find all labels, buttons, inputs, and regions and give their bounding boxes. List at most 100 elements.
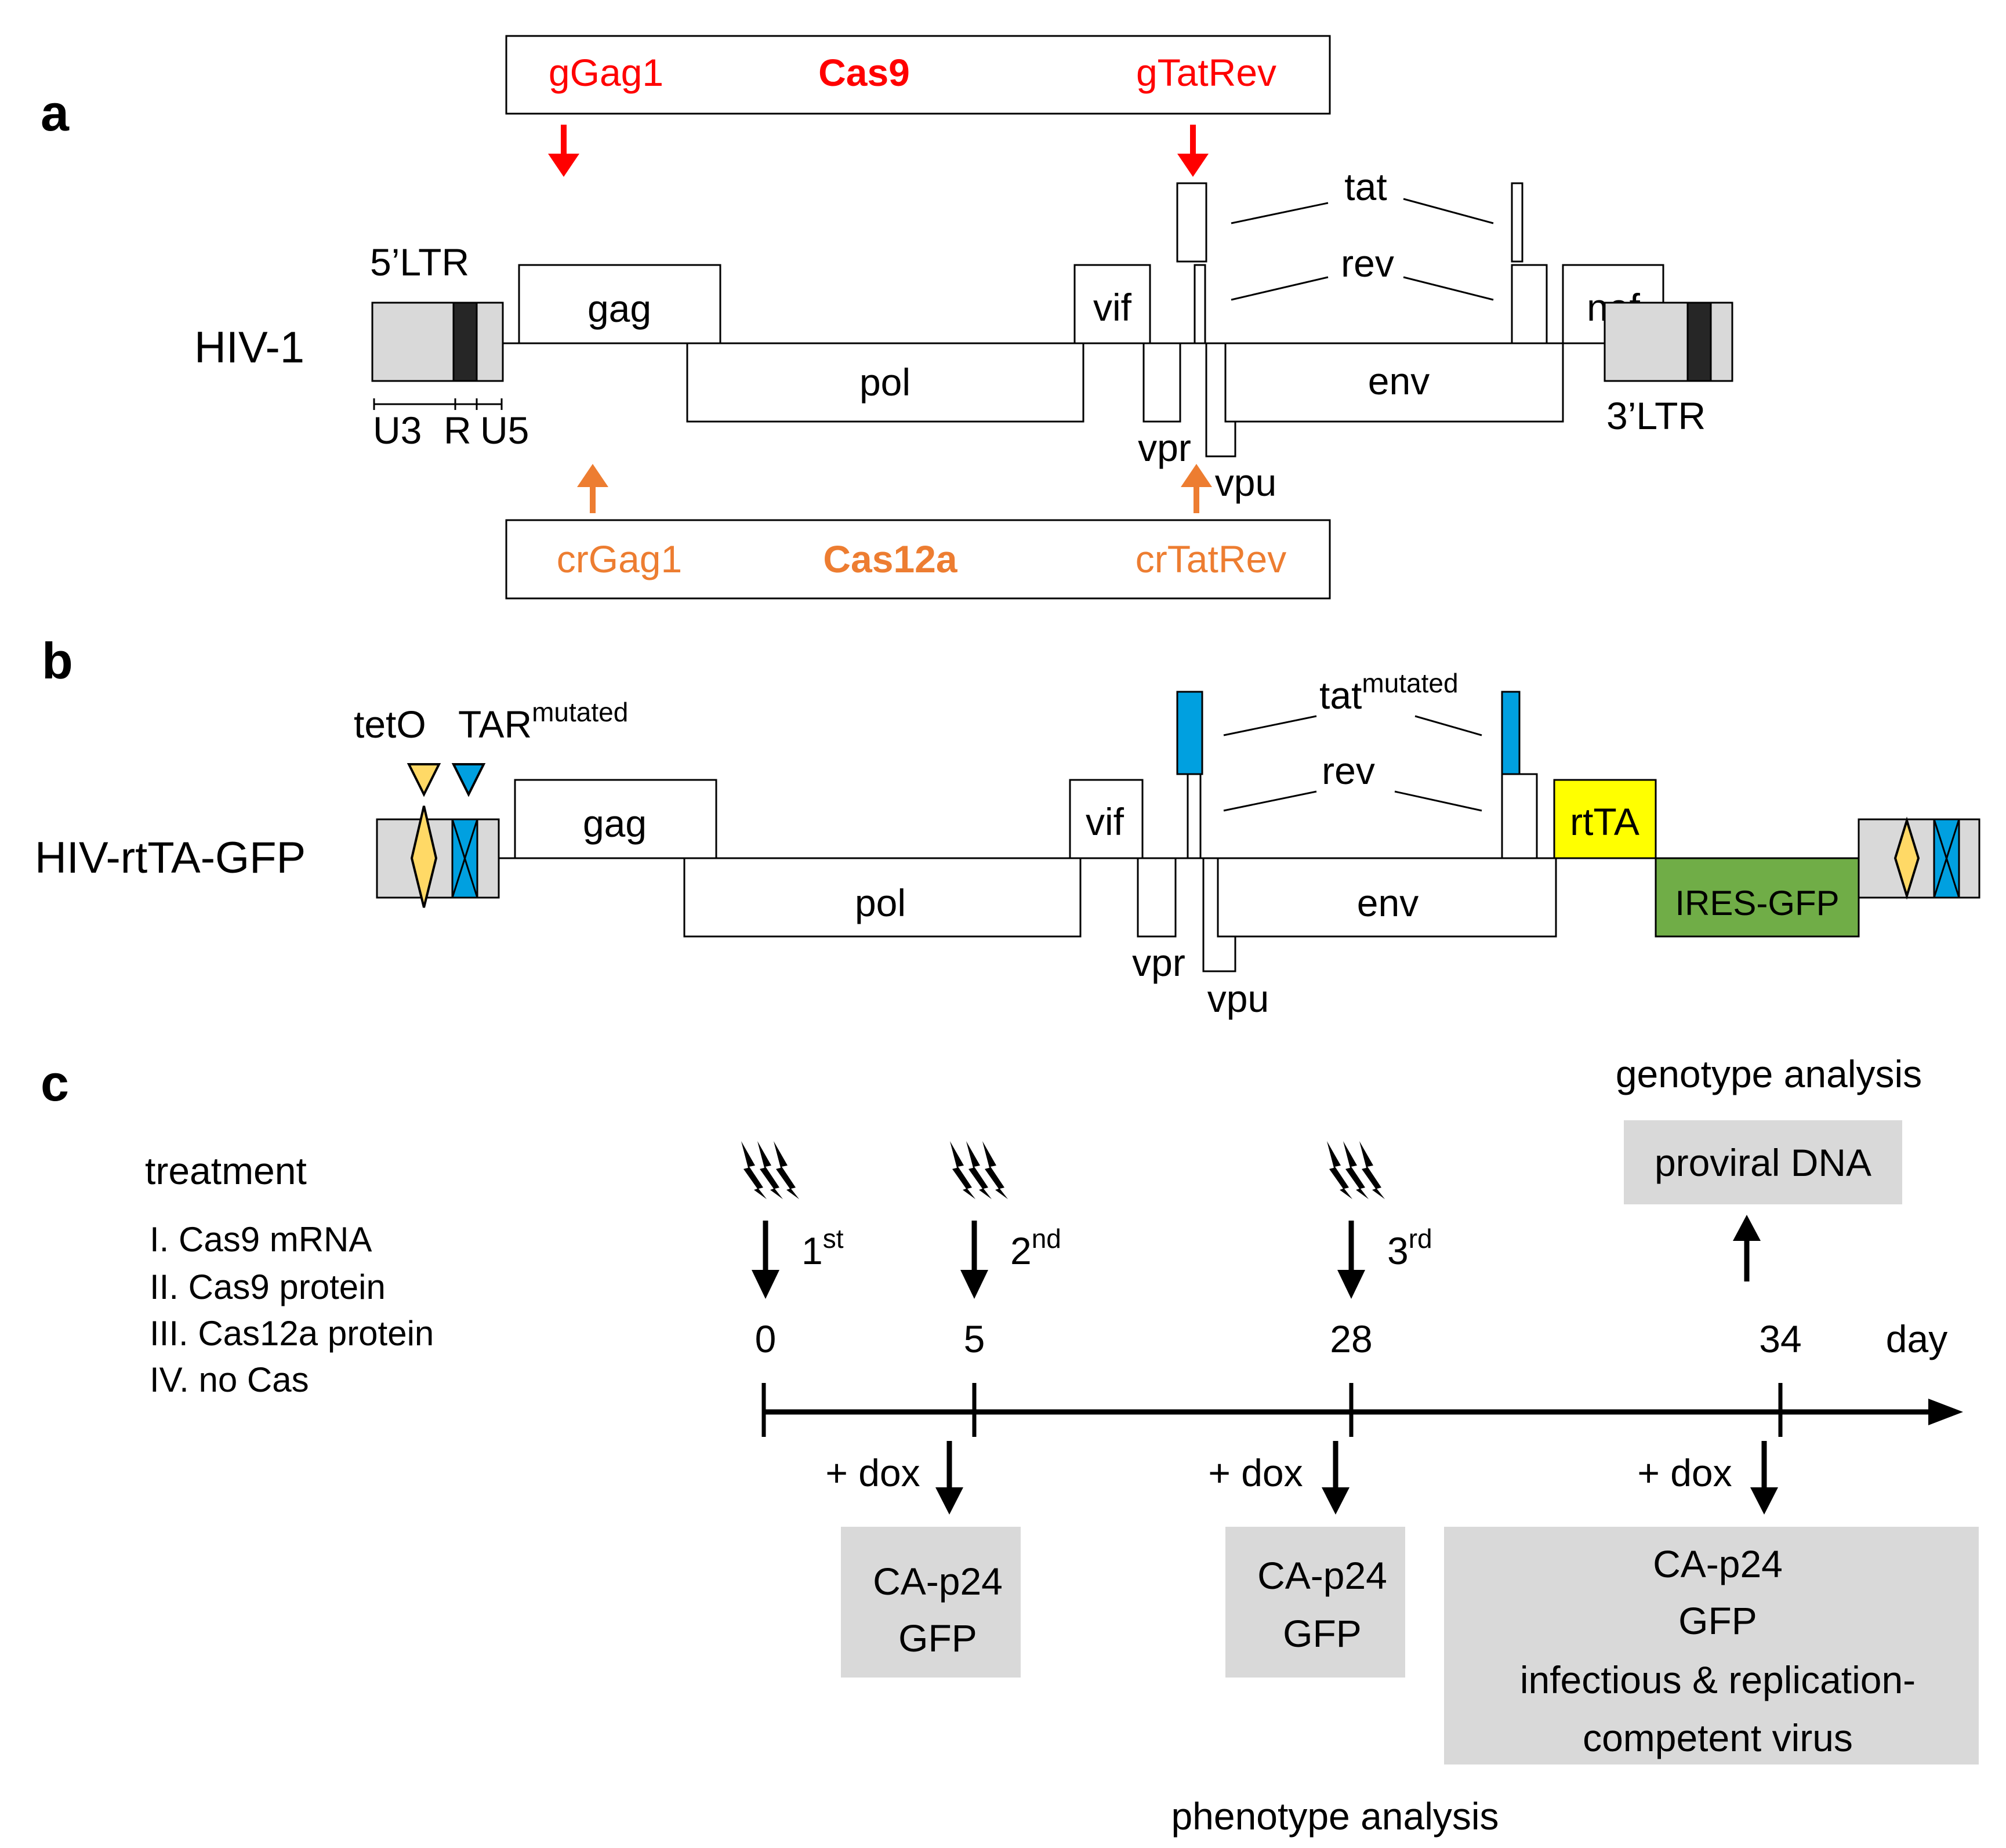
gGag1-label: gGag1: [549, 51, 663, 94]
crGag1-label: crGag1: [557, 538, 682, 580]
pol-label-a: pol: [859, 361, 911, 404]
ires-gfp-label: IRES-GFP: [1675, 884, 1839, 923]
day-unit-label: day: [1886, 1317, 1947, 1360]
gTatRev-label: gTatRev: [1136, 51, 1276, 94]
u5-label: U5: [480, 409, 529, 452]
crTatRev-label: crTatRev: [1136, 538, 1286, 580]
lightning-bolt-icon: [982, 1141, 1008, 1199]
rev-exon2-a: [1511, 264, 1548, 344]
readout1-line1: CA-p24: [873, 1560, 1003, 1603]
readout1-line2: GFP: [898, 1617, 977, 1660]
treatment-arrowhead: [960, 1270, 988, 1299]
readout-box-1: [841, 1527, 1021, 1678]
electroporation-icon: [1327, 1141, 1385, 1199]
rev-exon1-a: [1194, 264, 1206, 344]
teto-tar-markers: [407, 763, 486, 797]
splice-lines-b: [1223, 715, 1482, 812]
dox-arrows: [935, 1441, 1778, 1515]
vpu-label-a: vpu: [1215, 461, 1276, 504]
day-label: 34: [1759, 1317, 1801, 1360]
genotype-arrow: [1733, 1215, 1761, 1281]
tar-label: TARmutated: [458, 697, 628, 746]
lightning-bolt-icon: [757, 1141, 783, 1199]
hiv1-label: HIV-1: [194, 323, 304, 372]
day-label: 0: [755, 1317, 777, 1360]
lightning-bolt-icon: [1343, 1141, 1369, 1199]
electroporation-icon: [741, 1141, 799, 1199]
env-label-a: env: [1368, 360, 1430, 402]
readout2-line2: GFP: [1283, 1612, 1362, 1655]
tat-exon1-a: [1176, 182, 1207, 263]
ltr3-box: [1604, 302, 1733, 382]
treatment-item: III. Cas12a protein: [150, 1314, 434, 1353]
electroporation-icon: [950, 1141, 1008, 1199]
vpr-box-a: [1142, 342, 1181, 423]
env-box-a: [1224, 342, 1564, 423]
day-label: 5: [964, 1317, 985, 1360]
day-label: 28: [1330, 1317, 1372, 1360]
rtta-box: [1553, 779, 1657, 859]
readout-box-3: [1444, 1527, 1979, 1765]
cas9-target-arrows: [548, 125, 1209, 177]
ltr3-box-b: [1858, 816, 1980, 900]
tat-exon2-a: [1511, 182, 1523, 263]
phenotype-title: phenotype analysis: [1171, 1795, 1499, 1838]
rev-exon2-b: [1501, 773, 1538, 859]
tat-mutated-label: tatmutated: [1319, 668, 1459, 717]
ltr5-scale: [373, 398, 503, 410]
vpr-label-a: vpr: [1138, 426, 1191, 469]
proviral-dna-label: proviral DNA: [1655, 1141, 1871, 1184]
rev-label-b: rev: [1322, 749, 1375, 792]
ltr5-box-b: [376, 805, 500, 908]
lightning-bolt-icon: [1359, 1141, 1385, 1199]
gag-box-a: [518, 264, 721, 344]
vif-box-b: [1069, 779, 1144, 859]
splice-lines-a: [1231, 198, 1494, 301]
cas9-label: Cas9: [818, 51, 910, 94]
vpr-label-b: vpr: [1132, 941, 1185, 984]
u3-label: U3: [373, 409, 422, 452]
cas9-box: gGag1 Cas9 gTatRev: [505, 35, 1331, 115]
ltr3-label: 3’LTR: [1606, 394, 1706, 437]
dox-label-3: + dox: [1637, 1451, 1732, 1494]
ltr5-label: 5’LTR: [370, 241, 469, 284]
lightning-bolt-icon: [774, 1141, 799, 1199]
dox-label-2: + dox: [1208, 1451, 1303, 1494]
readout3-line4: competent virus: [1583, 1716, 1853, 1759]
env-label-b: env: [1357, 881, 1419, 924]
readout3-line1: CA-p24: [1653, 1542, 1783, 1585]
lightning-bolt-icon: [741, 1141, 767, 1199]
env-box-b: [1217, 857, 1557, 938]
teto-label: tetO: [354, 703, 426, 746]
tat-exon2-b: [1501, 691, 1521, 775]
r-label: R: [444, 409, 471, 452]
readout3-line2: GFP: [1678, 1599, 1757, 1642]
tat-label-a: tat: [1344, 165, 1387, 208]
treatment-list: I. Cas9 mRNA II. Cas9 protein III. Cas12…: [150, 1220, 434, 1399]
panel-b-label: b: [42, 632, 73, 689]
dox-label-1: + dox: [825, 1451, 920, 1494]
tat-exon1-b: [1176, 691, 1203, 775]
treatment-title: treatment: [145, 1149, 307, 1192]
pol-box-a: [686, 342, 1084, 423]
gag-label-a: gag: [587, 287, 651, 330]
vpu-label-b: vpu: [1207, 977, 1269, 1020]
vpr-box-b: [1137, 857, 1177, 938]
cas12a-label: Cas12a: [823, 538, 957, 580]
rev-exon1-b: [1187, 773, 1202, 859]
ltr5-box: [371, 302, 504, 382]
pol-label-b: pol: [855, 881, 906, 924]
treatment-item: I. Cas9 mRNA: [150, 1220, 372, 1259]
proviral-dna-box: [1624, 1120, 1902, 1204]
lightning-bolt-icon: [966, 1141, 992, 1199]
readout2-line1: CA-p24: [1257, 1554, 1387, 1597]
lightning-bolt-icon: [1327, 1141, 1352, 1199]
vif-box-a: [1073, 264, 1151, 344]
hiv-rttagfp-label: HIV-rtTA-GFP: [35, 833, 306, 883]
treatment-ordinal: 1st: [801, 1223, 844, 1272]
rev-label-a: rev: [1341, 242, 1394, 285]
cas12a-target-arrows: [577, 464, 1212, 513]
readout-box-2: [1225, 1527, 1405, 1678]
cas12a-box: crGag1 Cas12a crTatRev: [505, 519, 1331, 600]
timeline-axis: [761, 1383, 1963, 1437]
